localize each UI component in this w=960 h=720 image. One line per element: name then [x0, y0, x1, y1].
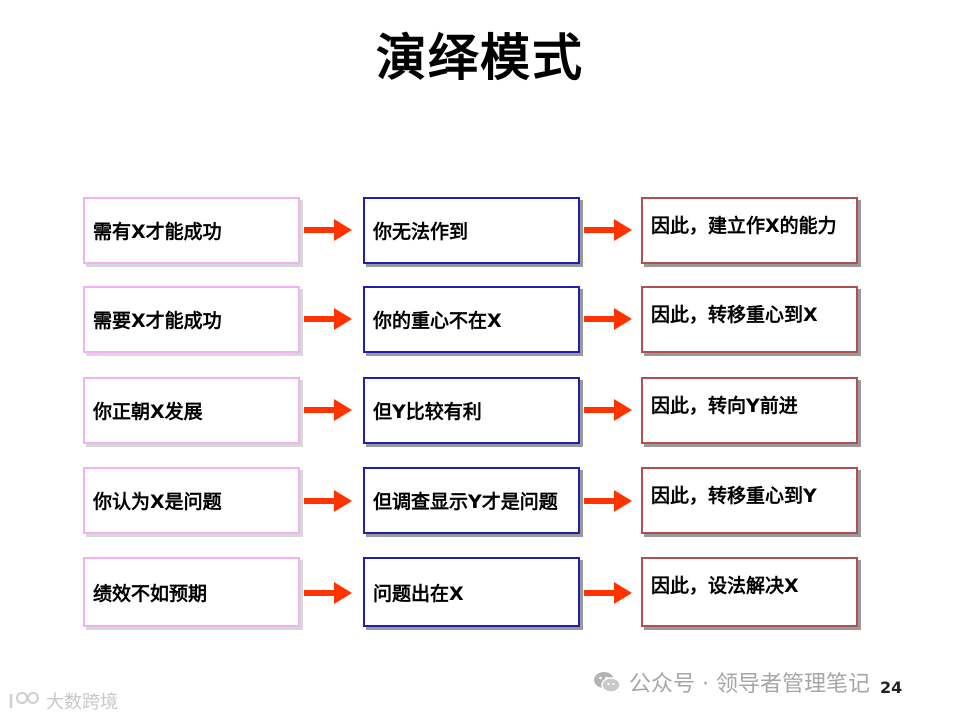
premise-box: 你认为X是问题 [83, 467, 300, 534]
premise-box: 你正朝X发展 [83, 377, 300, 444]
conclusion-box: 因此，建立作X的能力 [641, 197, 858, 264]
observation-box: 你无法作到 [363, 197, 580, 264]
arrow-icon [584, 308, 632, 330]
arrow-icon [584, 582, 632, 604]
premise-box: 绩效不如预期 [83, 557, 300, 627]
page-number: 24 [880, 678, 903, 697]
arrow-icon [584, 219, 632, 241]
observation-box: 但Y比较有利 [363, 377, 580, 444]
conclusion-box: 因此，转移重心到X [641, 286, 858, 353]
wechat-icon [594, 672, 621, 693]
arrow-icon [584, 490, 632, 512]
brand-logo-icon [9, 692, 39, 708]
arrow-icon [304, 399, 352, 421]
observation-box: 但调查显示Y才是问题 [363, 467, 580, 534]
watermark-left: 大数跨境 [8, 688, 118, 714]
watermark-left-text: 大数跨境 [46, 692, 118, 713]
premise-box: 需要X才能成功 [83, 286, 300, 353]
observation-box: 问题出在X [363, 557, 580, 627]
premise-box: 需有X才能成功 [83, 197, 300, 264]
arrow-icon [584, 399, 632, 421]
conclusion-box: 因此，转移重心到Y [641, 467, 858, 534]
conclusion-box: 因此，设法解决X [641, 557, 858, 627]
arrow-icon [304, 308, 352, 330]
arrow-icon [304, 219, 352, 241]
conclusion-box: 因此，转向Y前进 [641, 377, 858, 444]
watermark-right: 公众号 · 领导者管理笔记 [593, 666, 870, 698]
page-title: 演绎模式 [376, 29, 584, 87]
watermark-right-text: 公众号 · 领导者管理笔记 [629, 672, 870, 697]
observation-box: 你的重心不在X [363, 286, 580, 353]
arrow-icon [304, 490, 352, 512]
arrow-icon [304, 582, 352, 604]
